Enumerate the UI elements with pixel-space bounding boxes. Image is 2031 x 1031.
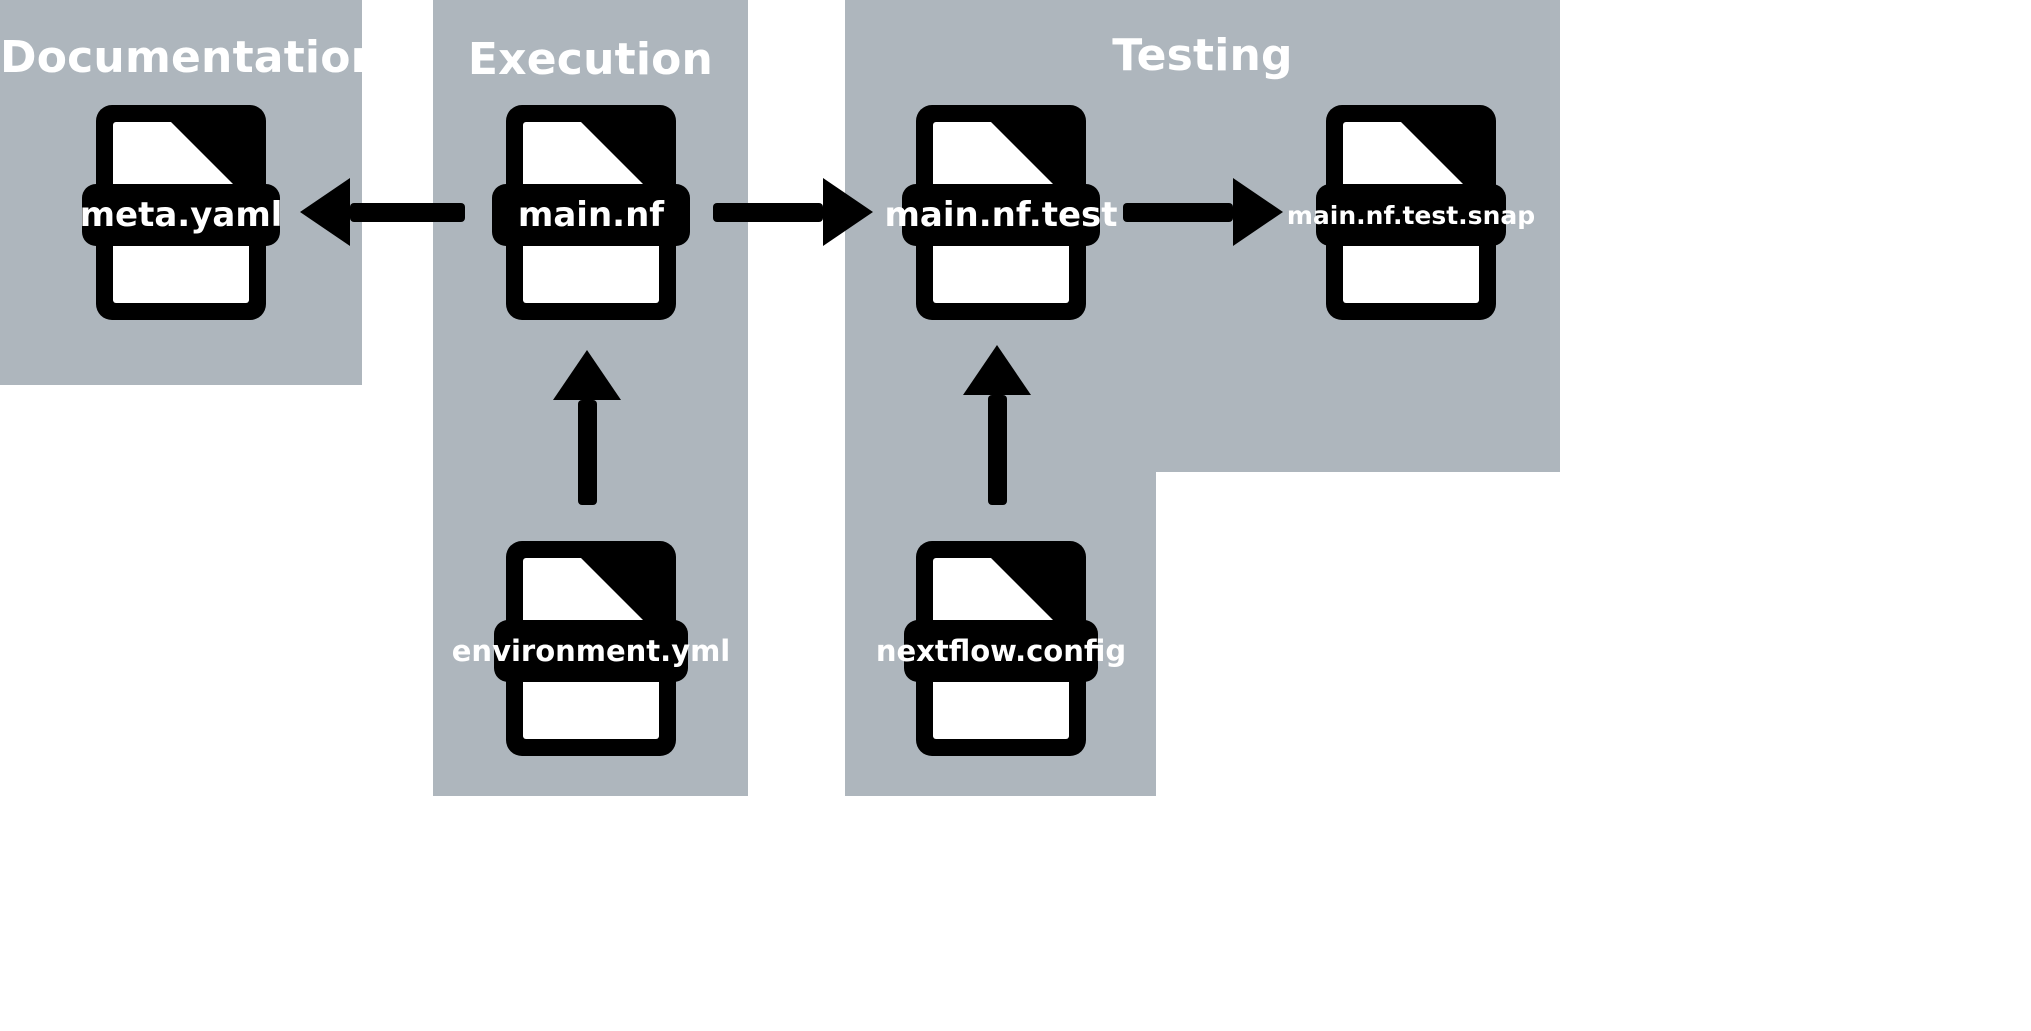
arrow-main-nf-test-to-snap	[1123, 178, 1283, 246]
testing-title: Testing	[1112, 30, 1293, 81]
file-card-main-nf-test-snap[interactable]: main.nf.test.snap	[1287, 105, 1535, 320]
arrow-shaft	[1123, 202, 1233, 222]
arrow-shaft	[350, 202, 465, 222]
arrow-shaft	[987, 395, 1007, 505]
file-label: main.nf	[517, 195, 665, 235]
file-label: main.nf.test	[884, 195, 1118, 235]
file-card-main-nf-test[interactable]: main.nf.test	[885, 105, 1118, 320]
arrow-head-icon	[553, 350, 621, 400]
arrow-head-icon	[1233, 178, 1283, 246]
arrow-environment-yml-to-main-nf	[553, 350, 621, 505]
file-card-environment-yml[interactable]: environment.yml	[452, 541, 730, 756]
file-card-meta-yaml[interactable]: meta.yaml	[80, 105, 282, 320]
arrow-head-icon	[823, 178, 873, 246]
file-card-nextflow-config[interactable]: nextflow.config	[876, 541, 1126, 756]
file-label-band: meta.yaml	[79, 184, 283, 246]
arrow-head-icon	[963, 345, 1031, 395]
arrow-shaft	[577, 400, 597, 505]
arrow-shaft	[713, 202, 823, 222]
execution-title: Execution	[467, 34, 714, 85]
documentation-title: Documentation	[0, 32, 383, 83]
file-label-band: main.nf.test	[885, 184, 1118, 246]
arrow-head-icon	[300, 178, 350, 246]
file-label-band: main.nf.test.snap	[1287, 184, 1535, 246]
file-label: main.nf.test.snap	[1286, 200, 1536, 230]
file-card-main-nf[interactable]: main.nf	[492, 105, 690, 320]
arrow-main-nf-to-meta-yaml	[300, 178, 465, 246]
arrow-nextflow-config-to-main-nf-test	[963, 345, 1031, 505]
file-label-band: environment.yml	[452, 620, 730, 682]
file-label-band: main.nf	[492, 184, 690, 246]
file-label: meta.yaml	[79, 195, 283, 235]
arrow-main-nf-to-main-nf-test	[713, 178, 873, 246]
file-label: environment.yml	[451, 634, 731, 668]
file-label: nextflow.config	[875, 634, 1127, 668]
file-label-band: nextflow.config	[876, 620, 1126, 682]
